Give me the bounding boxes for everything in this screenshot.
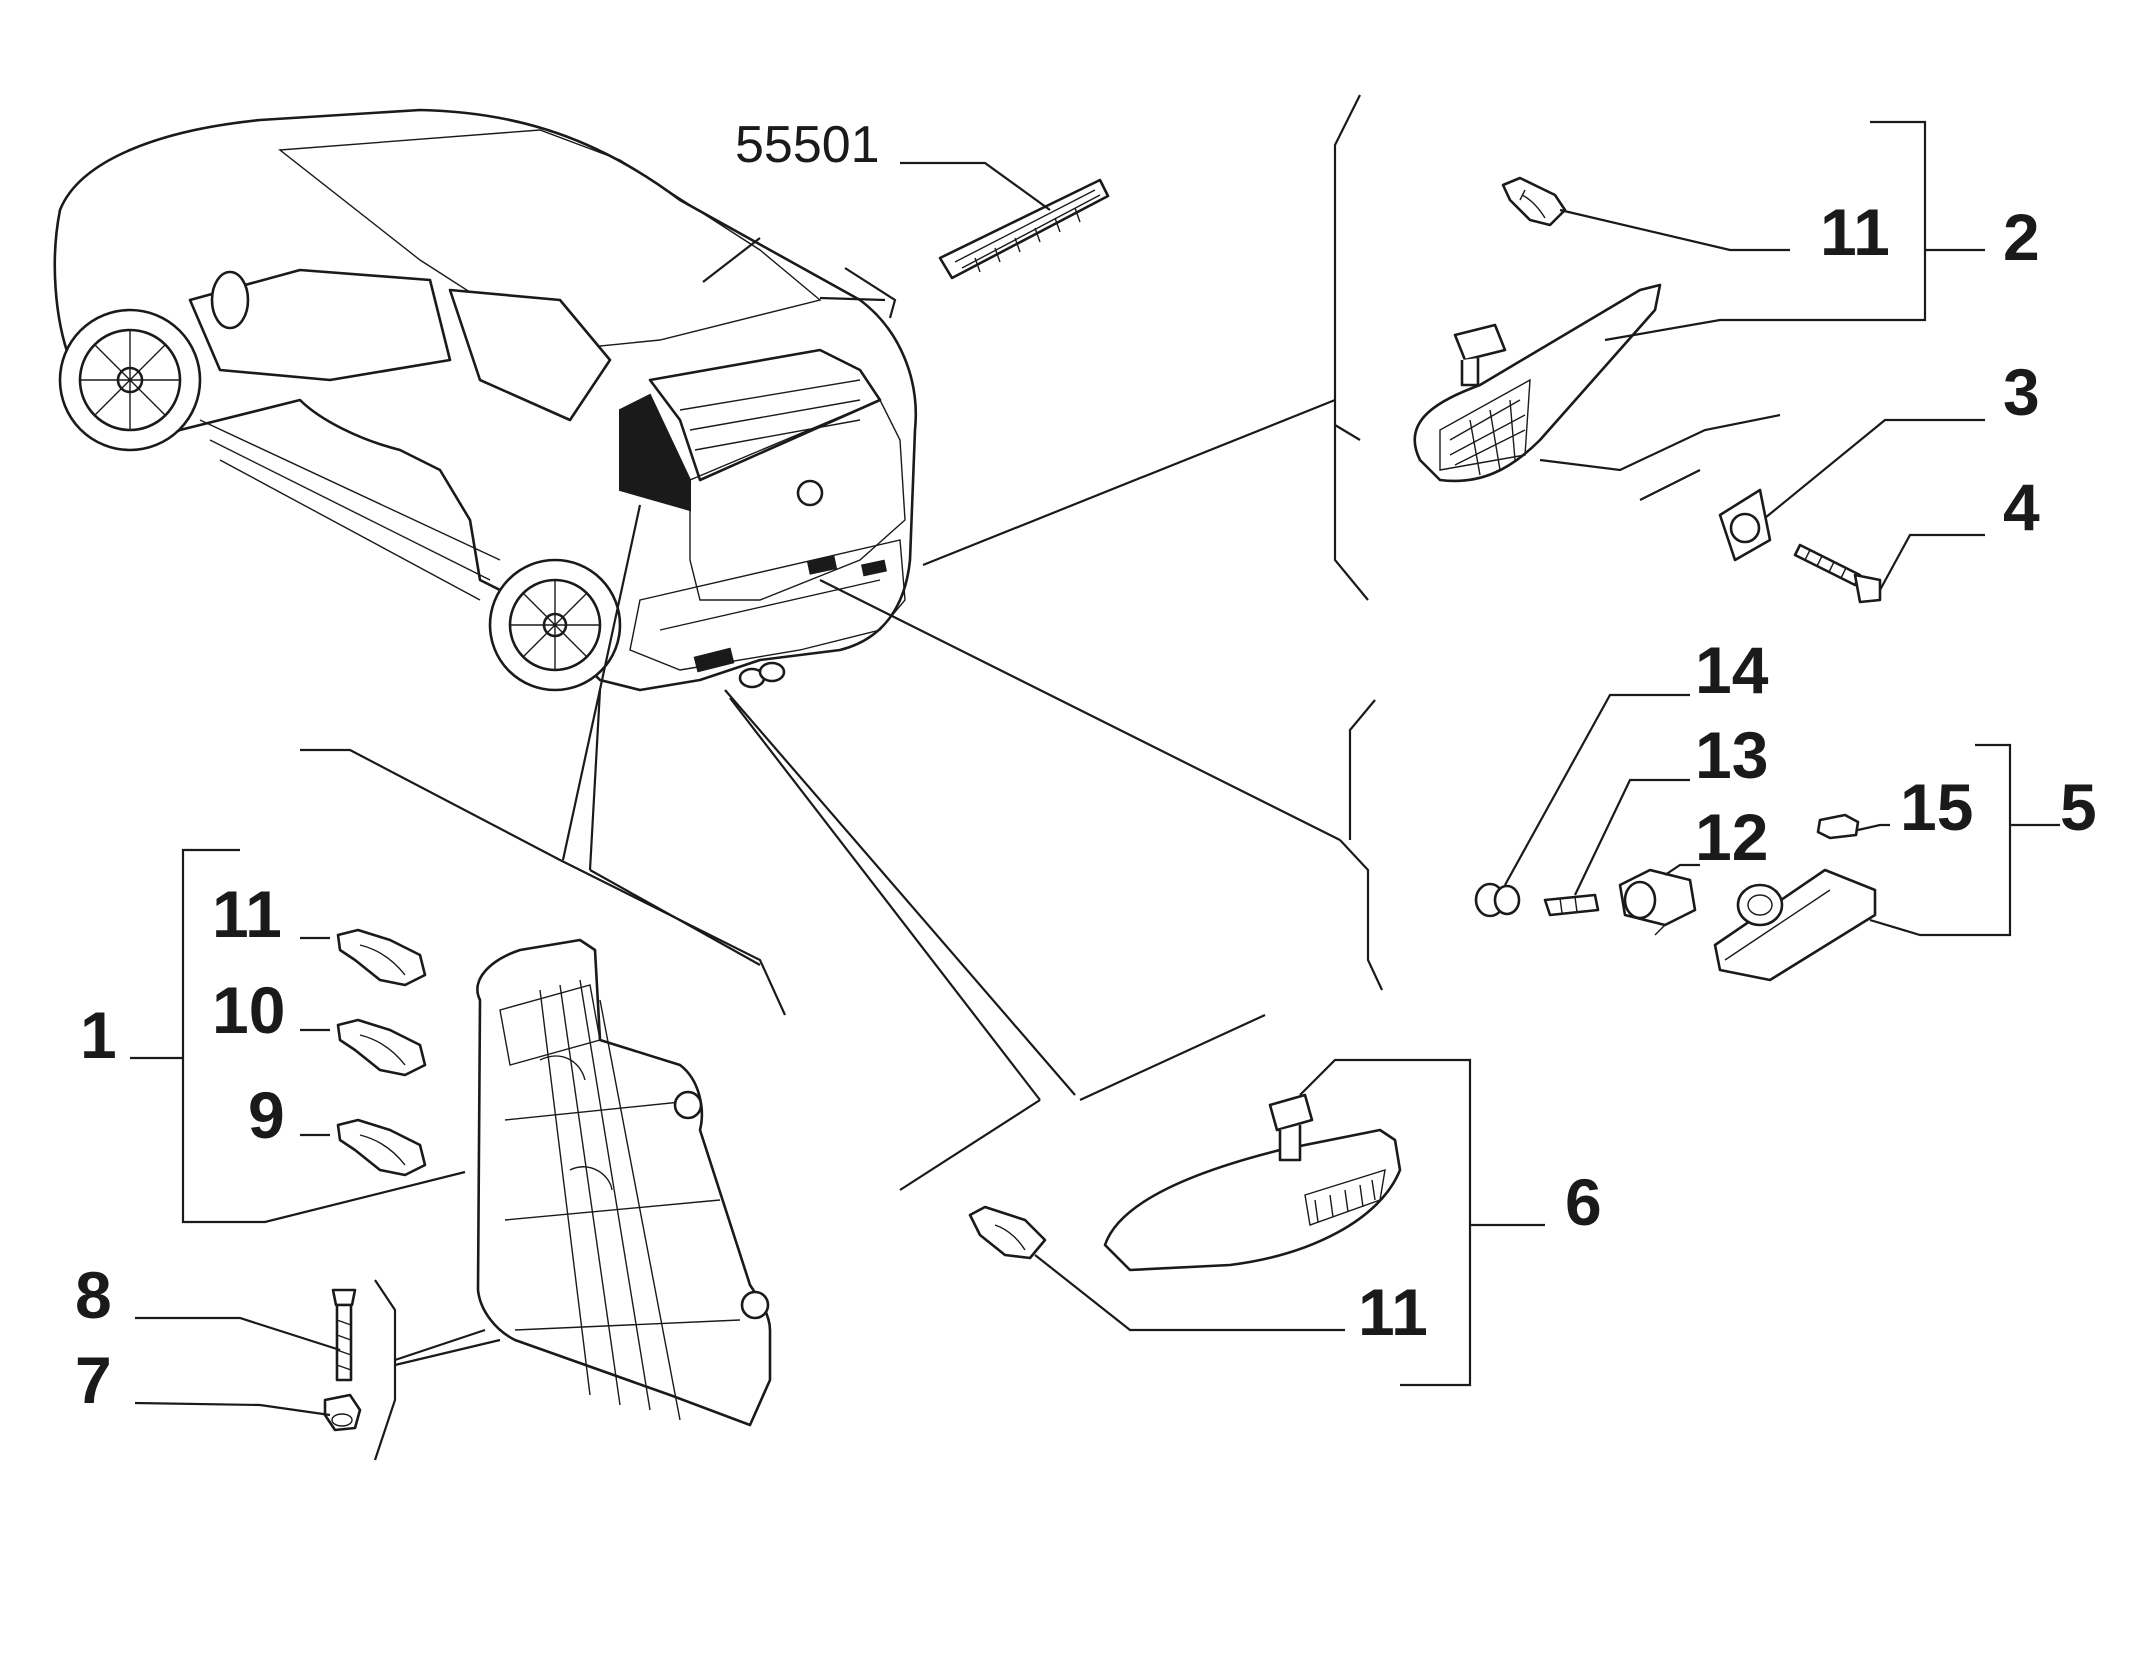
plate-lamp-housing-5[interactable] [1713, 743, 2060, 982]
tail-lamp-highlight [619, 393, 691, 512]
tail-lamp-assembly-1[interactable] [476, 938, 772, 1427]
label-item-12: 12 [1695, 800, 1768, 874]
bracket-2 [1870, 120, 1927, 322]
label-item-8: 8 [75, 1258, 112, 1332]
label-item-6: 6 [1565, 1165, 1602, 1239]
car-illustration [53, 108, 918, 692]
rear-lamp-unit-2[interactable] [1413, 283, 1905, 501]
nut-7[interactable] [134, 1393, 362, 1432]
bulb-9[interactable] [300, 1118, 427, 1177]
rear-fog-lamp-6[interactable] [1103, 1058, 1545, 1387]
front-wheel [58, 308, 202, 452]
screw-4[interactable] [1793, 533, 1985, 604]
label-item-3: 3 [2003, 355, 2040, 429]
bulb-11-group1[interactable] [300, 928, 427, 987]
label-item-11-group2: 11 [1820, 195, 1890, 269]
label-item-11-group1: 11 [212, 877, 282, 951]
bulb-10[interactable] [300, 1018, 427, 1077]
label-item-9: 9 [248, 1078, 285, 1152]
reference-code-55501: 55501 [735, 116, 880, 174]
car-leader-lines [300, 94, 1383, 1191]
label-item-7: 7 [75, 1343, 112, 1417]
bulb-15[interactable] [1816, 813, 1890, 840]
bulb-11-group2[interactable] [1501, 176, 1790, 252]
label-item-4: 4 [2003, 470, 2040, 544]
label-item-10: 10 [212, 973, 285, 1047]
third-brake-light-55501[interactable]: 55501 [735, 116, 1110, 280]
socket-12[interactable] [1618, 863, 1700, 936]
label-item-5: 5 [2060, 770, 2097, 844]
bulb-11-group6[interactable] [968, 1205, 1345, 1332]
grommet-14[interactable] [1474, 693, 1690, 918]
terminal-13[interactable] [1543, 778, 1690, 917]
callout-labels: 1 2 3 4 5 6 7 8 9 10 11 11 11 12 13 14 1… [75, 195, 2097, 1417]
label-item-2: 2 [2003, 200, 2040, 274]
clip-3[interactable] [1718, 418, 1985, 562]
label-item-1: 1 [80, 998, 117, 1072]
label-item-14: 14 [1695, 633, 1769, 707]
rear-wheel [488, 558, 622, 692]
bracket-1 [181, 848, 466, 1224]
label-item-15: 15 [1900, 770, 1973, 844]
label-item-13: 13 [1695, 718, 1768, 792]
bolt-8[interactable] [135, 1288, 357, 1382]
label-item-11-group6: 11 [1358, 1275, 1428, 1349]
